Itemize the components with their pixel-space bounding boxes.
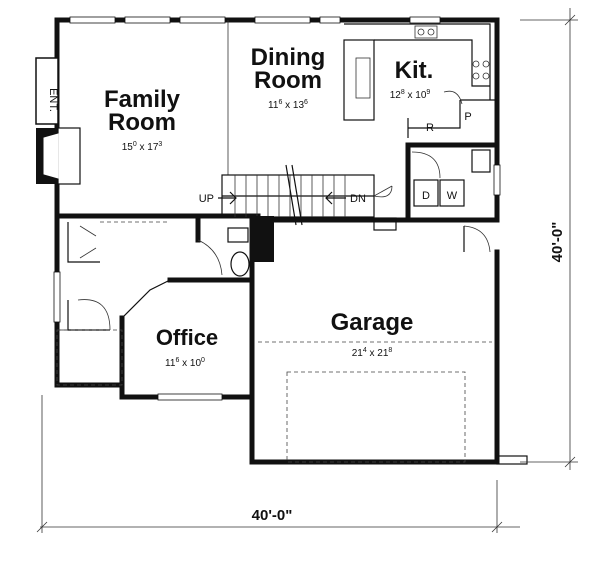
kitchen-name: Kit. [395,57,434,84]
stair-down-arrow [325,191,346,205]
family-room-name-2: Room [108,109,176,136]
dryer-label: D [422,190,430,202]
washer-label: W [447,190,458,202]
room-label-office: Office 116 x 100 [156,325,218,369]
dining-room-name-2: Room [254,67,322,94]
stair-treads [234,164,346,226]
overall-depth-label: 40'-0" [549,222,566,263]
room-label-family: Family Room 150 x 173 [104,86,181,153]
office-name: Office [156,325,218,350]
interior-walls [56,20,528,465]
dimension-lines [36,8,578,533]
room-label-dining: Dining Room 116 x 136 [251,44,326,111]
windows [53,16,501,401]
dining-room-name-1: Dining [251,44,326,71]
fixture-labels: UP DN R P D W [199,111,472,205]
entertainment-label: ENT. [47,88,59,112]
stair-down-label: DN [350,193,366,205]
office-dimension: 116 x 100 [165,357,205,369]
dining-room-dimension: 116 x 136 [268,99,308,111]
family-room-name-1: Family [104,86,181,113]
refrigerator-label: R [426,122,434,134]
stair-up-label: UP [199,193,214,205]
room-label-garage: Garage 214 x 218 [331,309,414,359]
family-room-dimension: 150 x 173 [122,141,163,153]
garage-name: Garage [331,309,414,336]
pantry-label: P [464,111,471,123]
kitchen-dimension: 128 x 109 [390,89,431,101]
fireplace: ENT. [35,57,81,185]
overall-width-label: 40'-0" [252,507,293,524]
garage-dimension: 214 x 218 [352,347,393,359]
room-label-kitchen: Kit. 128 x 109 [390,57,434,101]
stair-up-arrow [218,191,237,205]
